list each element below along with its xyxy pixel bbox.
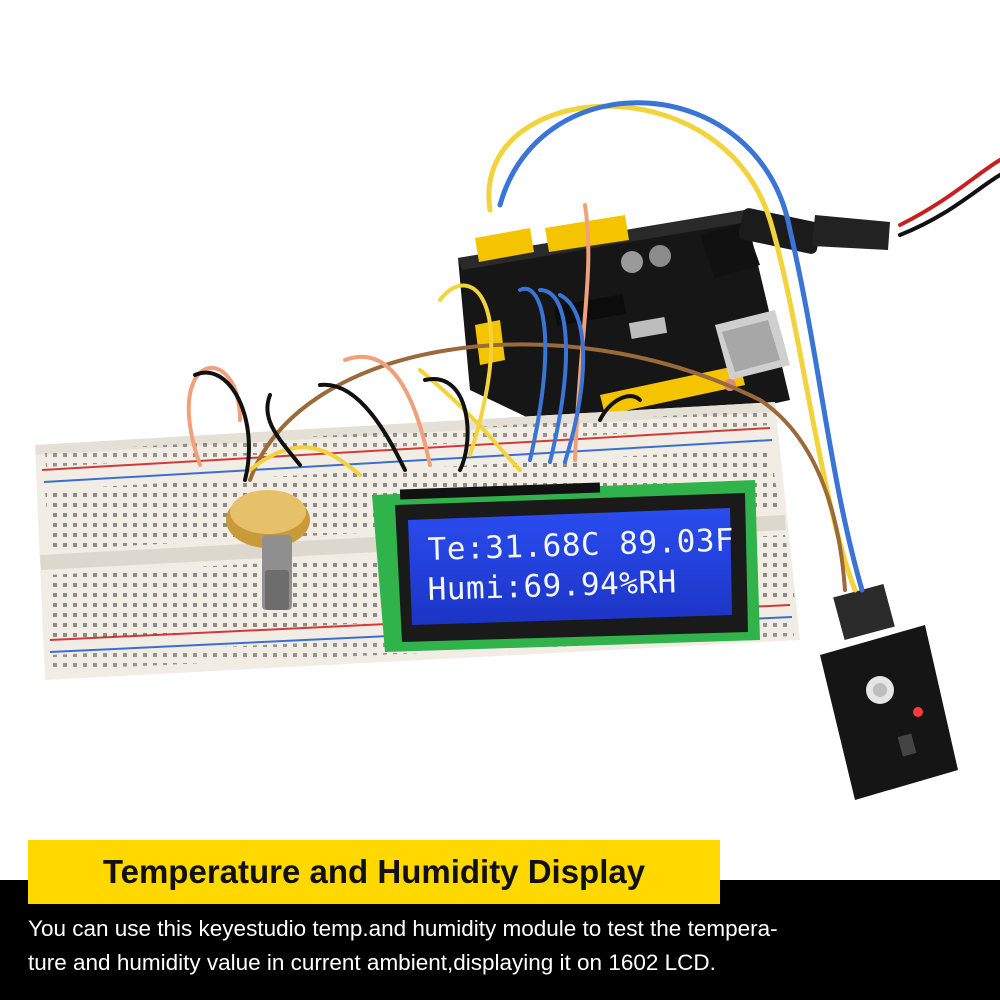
caption-description: You can use this keyestudio temp.and hum…: [28, 912, 978, 980]
potentiometer: [226, 490, 310, 610]
caption-line-1: You can use this keyestudio temp.and hum…: [28, 916, 778, 941]
caption-line-2: ture and humidity value in current ambie…: [28, 950, 716, 975]
lcd-line-2: Humi:69.94%RH: [427, 564, 677, 608]
jumper-wires: [186, 100, 1000, 593]
caption-title: Temperature and Humidity Display: [102, 853, 646, 890]
title-banner: Temperature and Humidity Display: [28, 840, 720, 904]
dht-sensor-module: [820, 584, 958, 800]
circuit-photo: Te:31.68C 89.03F Humi:69.94%RH: [35, 100, 1000, 800]
lcd-module: [372, 480, 760, 652]
